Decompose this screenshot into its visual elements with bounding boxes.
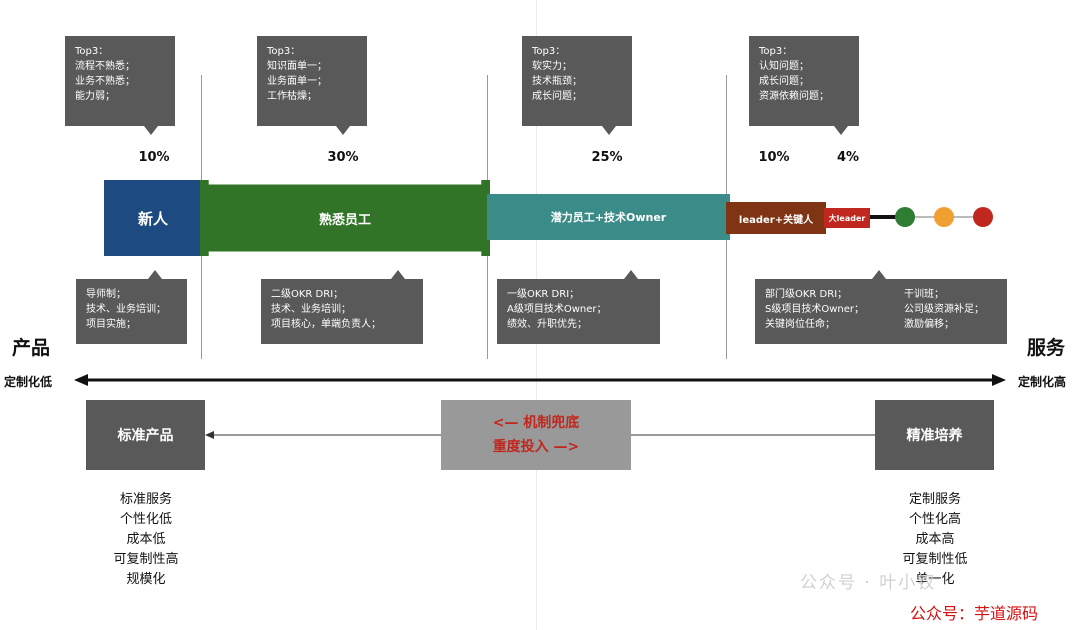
- measure-callout-newcomer: 导师制； 技术、业务培训； 项目实施；: [76, 279, 187, 344]
- standard-product-box: 标准产品: [86, 400, 205, 470]
- pipeline-tail-line: [870, 215, 900, 219]
- stage-dot-red: [973, 207, 993, 227]
- measure-callout-leader-left: 部门级OKR DRI； S级项目技术Owner； 关键岗位任命；: [765, 289, 864, 330]
- customization-double-arrow: [74, 374, 1006, 386]
- product-traits-list: 标准服务 个性化低 成本低 可复制性高 规模化: [96, 490, 196, 590]
- stage-percent-leader: 10%: [758, 150, 790, 165]
- stage-percent-newcomer: 10%: [138, 150, 170, 165]
- axis-sub-high-customization: 定制化高: [1018, 375, 1067, 389]
- axis-title-product: 产品: [12, 337, 51, 359]
- pain-point-callout-newcomer: Top3： 流程不熟悉； 业务不熟悉； 能力弱；: [65, 36, 175, 126]
- stage-newcomer: 新人: [104, 180, 202, 256]
- stage-dot-orange: [934, 207, 954, 227]
- axis-title-service: 服务: [1027, 337, 1066, 359]
- pain-point-callout-potential: Top3： 软实力； 技术瓶颈； 成长问题；: [522, 36, 632, 126]
- list-item: 个性化高: [908, 512, 961, 527]
- watermark-grey: 公众号 · 叶小钗: [800, 573, 937, 593]
- mechanism-line-2: 重度投入 —>: [492, 439, 580, 455]
- stage-big-leader: 大leader: [824, 208, 870, 228]
- measure-callout-leader-right: 干训班； 公司级资源补足； 激励偏移；: [904, 289, 984, 330]
- stage-percent-potential: 25%: [591, 150, 623, 165]
- stage-familiar: 熟悉员工: [200, 180, 490, 256]
- stage-dot-green: [895, 207, 915, 227]
- stage-percent-big-leader: 4%: [836, 150, 860, 165]
- stage-percent-familiar: 30%: [327, 150, 359, 165]
- list-item: 可复制性高: [113, 552, 179, 567]
- list-item: 定制服务: [908, 492, 961, 507]
- list-item: 可复制性低: [902, 552, 968, 567]
- measure-callout-familiar: 二级OKR DRI； 技术、业务培训； 项目核心，单端负责人；: [261, 279, 423, 344]
- pain-point-callout-leader: Top3： 认知问题； 成长问题； 资源依赖问题；: [749, 36, 859, 126]
- mechanism-line-1: <— 机制兜底: [492, 415, 580, 431]
- mechanism-box: <— 机制兜底 重度投入 —>: [441, 400, 631, 470]
- watermark-red: 公众号：芋道源码: [910, 604, 1039, 623]
- list-item: 成本低: [126, 532, 166, 547]
- precise-cultivation-box: 精准培养: [875, 400, 994, 470]
- list-item: 个性化低: [119, 512, 172, 527]
- axis-sub-low-customization: 定制化低: [4, 375, 53, 389]
- pain-point-callout-familiar: Top3： 知识面单一； 业务面单一； 工作枯燥；: [257, 36, 367, 126]
- list-item: 规模化: [126, 572, 166, 587]
- list-item: 单一化: [915, 572, 955, 587]
- list-item: 标准服务: [119, 492, 172, 507]
- stage-potential: 潜力员工+技术Owner: [487, 194, 730, 240]
- measure-callout-leader: 部门级OKR DRI； S级项目技术Owner； 关键岗位任命； 干训班； 公司…: [755, 279, 1007, 344]
- service-traits-list: 定制服务 个性化高 成本高 可复制性低 单一化: [885, 490, 985, 590]
- stage-leader: leader+关键人: [726, 202, 826, 234]
- measure-callout-potential: 一级OKR DRI； A级项目技术Owner； 绩效、升职优先；: [497, 279, 660, 344]
- investment-arrow: [205, 431, 877, 439]
- list-item: 成本高: [915, 532, 955, 547]
